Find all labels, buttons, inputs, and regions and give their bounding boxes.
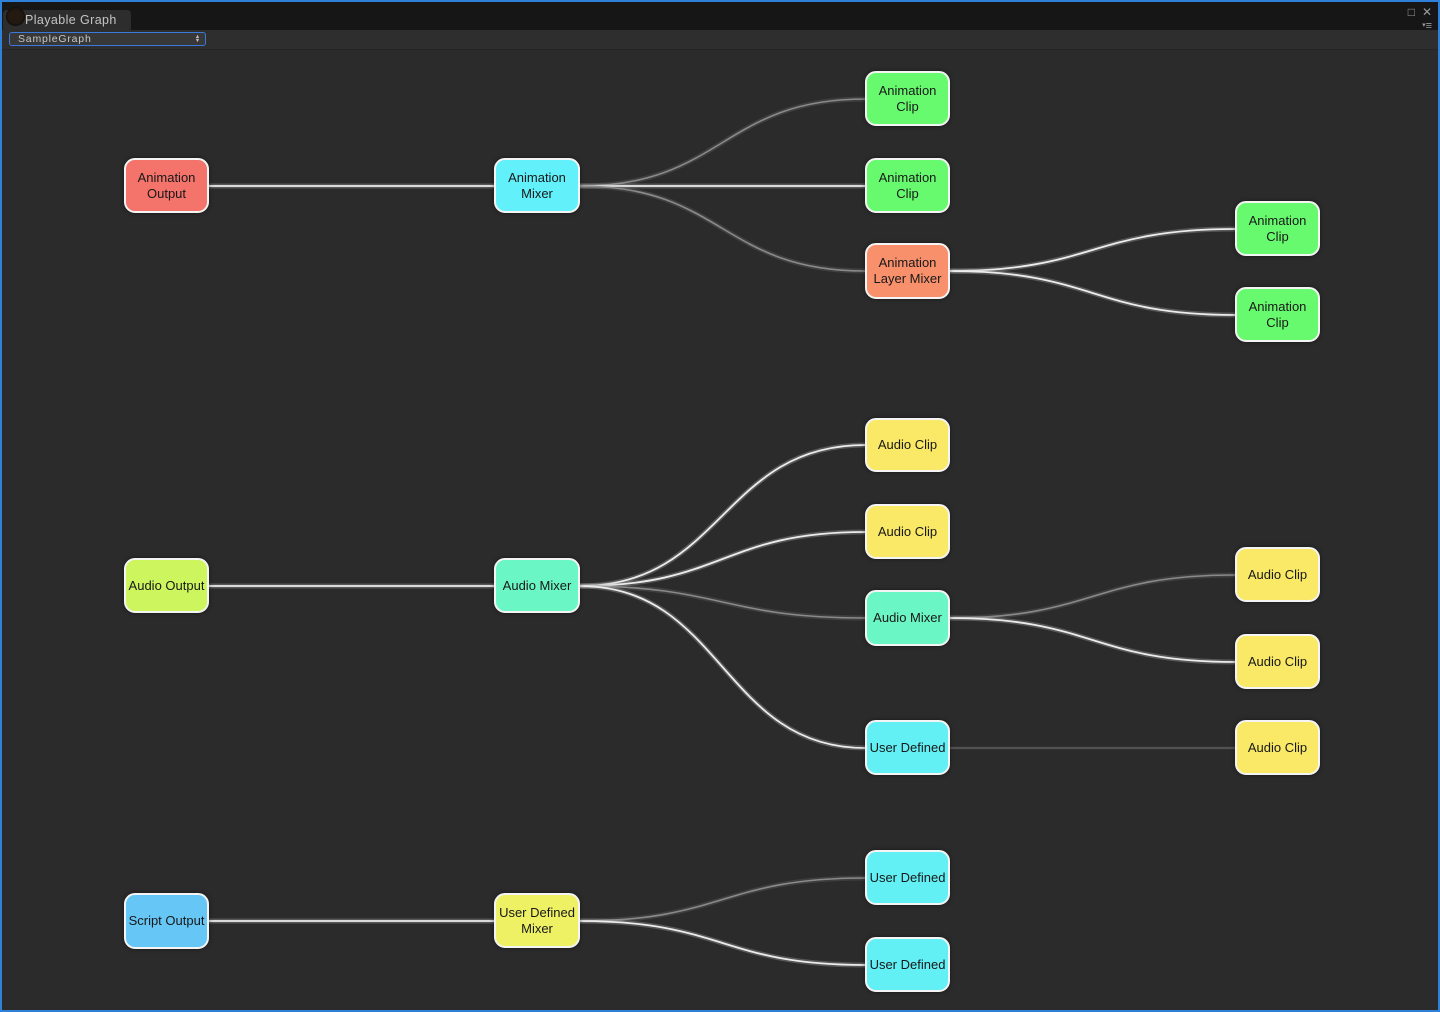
node-script-output[interactable]: Script Output	[124, 893, 209, 949]
edge-animation-layer-mixer-to-animation-clip-3	[949, 228, 1236, 272]
node-audio-mixer-1[interactable]: Audio Mixer	[494, 558, 580, 613]
node-animation-clip-2[interactable]: Animation Clip	[865, 158, 950, 213]
node-user-defined-3[interactable]: User Defined	[865, 937, 950, 992]
node-audio-output[interactable]: Audio Output	[124, 558, 209, 613]
node-label: Animation Output	[137, 169, 196, 201]
node-label: User Defined	[869, 956, 946, 972]
node-label: Audio Mixer	[873, 610, 942, 626]
node-animation-output[interactable]: Animation Output	[124, 158, 209, 213]
node-label: Audio Output	[128, 577, 205, 593]
node-animation-layer-mixer[interactable]: Animation Layer Mixer	[865, 243, 950, 299]
window-controls: □ ✕	[1408, 6, 1432, 18]
node-animation-clip-3[interactable]: Animation Clip	[1235, 201, 1320, 256]
node-label: User Defined	[869, 739, 946, 755]
tab-label: Playable Graph	[25, 13, 117, 27]
node-label: Audio Clip	[877, 523, 938, 539]
node-animation-clip-1[interactable]: Animation Clip	[865, 71, 950, 126]
node-label: Animation Mixer	[508, 169, 566, 201]
node-label: Animation Clip	[1248, 212, 1307, 244]
node-label: Audio Clip	[1247, 653, 1308, 669]
node-audio-clip-3[interactable]: Audio Clip	[1235, 547, 1320, 602]
node-label: Script Output	[128, 913, 205, 929]
menu-triangle-icon: ▾	[1422, 22, 1426, 29]
node-audio-clip-1[interactable]: Audio Clip	[865, 418, 950, 472]
edge-audio-mixer-2-to-audio-clip-3	[949, 574, 1236, 619]
edge-animation-mixer-to-animation-layer-mixer	[579, 185, 866, 272]
edge-user-defined-mixer-to-user-defined-2	[579, 877, 866, 922]
close-icon[interactable]: ✕	[1421, 5, 1432, 19]
node-label: Animation Clip	[878, 169, 937, 201]
node-animation-mixer[interactable]: Animation Mixer	[494, 158, 580, 213]
node-user-defined-mixer[interactable]: User Defined Mixer	[494, 893, 580, 948]
edge-user-defined-mixer-to-user-defined-3	[579, 920, 866, 966]
node-audio-clip-2[interactable]: Audio Clip	[865, 504, 950, 559]
node-audio-clip-5[interactable]: Audio Clip	[1235, 720, 1320, 775]
pane-menu-icon[interactable]: ▾ ≡	[1422, 20, 1432, 32]
node-label: Animation Clip	[1248, 298, 1307, 330]
node-user-defined-1[interactable]: User Defined	[865, 720, 950, 775]
node-label: Audio Clip	[1247, 739, 1308, 755]
node-audio-mixer-2[interactable]: Audio Mixer	[865, 590, 950, 646]
tab-playable-graph[interactable]: Playable Graph	[3, 10, 131, 30]
edge-audio-mixer-1-to-audio-mixer-2	[579, 585, 866, 619]
node-label: Audio Clip	[1247, 566, 1308, 582]
node-label: Audio Clip	[877, 437, 938, 453]
dropdown-arrows-icon: ▲ ▼	[194, 33, 201, 44]
graph-selector-dropdown[interactable]: SampleGraph ▲ ▼	[9, 32, 206, 46]
edge-animation-mixer-to-animation-clip-1	[579, 98, 866, 187]
graph-toolbar: SampleGraph ▲ ▼	[2, 30, 1438, 50]
node-label: Animation Clip	[878, 82, 937, 114]
node-label: User Defined	[869, 869, 946, 885]
edge-audio-mixer-1-to-user-defined-1	[579, 585, 866, 749]
node-label: Animation Layer Mixer	[873, 255, 942, 286]
graph-selector-value: SampleGraph	[18, 33, 92, 45]
node-user-defined-2[interactable]: User Defined	[865, 850, 950, 905]
menu-lines-icon: ≡	[1425, 20, 1432, 32]
edge-animation-layer-mixer-to-animation-clip-4	[949, 270, 1236, 316]
edge-audio-mixer-1-to-audio-clip-1	[579, 444, 866, 587]
cursor-dot	[6, 7, 25, 26]
node-label: Audio Mixer	[502, 577, 572, 593]
edge-audio-mixer-1-to-audio-clip-2	[579, 531, 866, 587]
edge-audio-mixer-2-to-audio-clip-4	[949, 617, 1236, 663]
title-bar: Playable Graph □ ✕ ▾ ≡	[2, 2, 1438, 32]
maximize-icon[interactable]: □	[1407, 5, 1415, 19]
node-audio-clip-4[interactable]: Audio Clip	[1235, 634, 1320, 689]
node-label: User Defined Mixer	[499, 904, 575, 936]
node-animation-clip-4[interactable]: Animation Clip	[1235, 287, 1320, 342]
